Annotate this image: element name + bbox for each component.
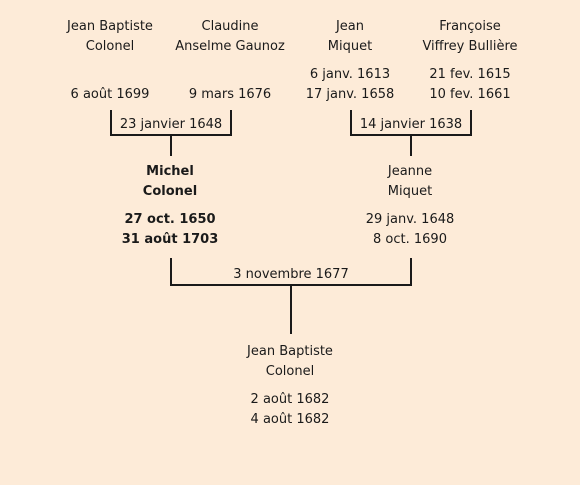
marriage-date-paternal: 23 janvier 1648 [119,117,223,132]
grandmother-paternal-name-2: Anselme Gaunoz [175,39,285,54]
grandfather-maternal-name-1: Jean [335,19,365,34]
grandfather-maternal-name-2: Miquet [327,39,373,54]
grandmother-maternal-name-1: Françoise [439,19,501,34]
father-birth: 27 oct. 1650 [124,212,216,227]
mother-name-2: Miquet [387,184,433,199]
grandmother-maternal-death: 10 fev. 1661 [429,87,511,102]
child-name-2: Colonel [265,364,315,379]
child-name-1: Jean Baptiste [247,344,333,359]
grandmother-maternal-birth: 21 fev. 1615 [429,67,511,82]
connector-line [410,134,412,156]
child-birth: 2 août 1682 [250,392,330,407]
connector-line [350,110,352,136]
mother-death: 8 oct. 1690 [373,232,447,247]
mother-birth: 29 janv. 1648 [365,212,455,227]
father-death: 31 août 1703 [121,232,219,247]
father-name-2: Colonel [142,184,198,199]
connector-line [170,134,172,156]
grandmother-maternal-name-2: Viffrey Bullière [422,39,518,54]
grandmother-paternal-death: 9 mars 1676 [188,87,272,102]
connector-line [410,258,412,286]
grandmother-paternal-name-1: Claudine [201,19,259,34]
mother-name-1: Jeanne [387,164,433,179]
connector-line [170,258,172,286]
connector-line [470,110,472,136]
connector-line [230,110,232,136]
marriage-date-parents: 3 novembre 1677 [233,267,349,282]
grandfather-paternal-name-1: Jean Baptiste [67,19,153,34]
father-name-1: Michel [146,164,194,179]
child-death: 4 août 1682 [250,412,330,427]
grandfather-maternal-death: 17 janv. 1658 [305,87,395,102]
connector-line [110,110,112,136]
grandfather-maternal-birth: 6 janv. 1613 [309,67,391,82]
connector-line [290,284,292,334]
marriage-date-maternal: 14 janvier 1638 [359,117,463,132]
grandfather-paternal-name-2: Colonel [85,39,135,54]
grandfather-paternal-death: 6 août 1699 [70,87,150,102]
